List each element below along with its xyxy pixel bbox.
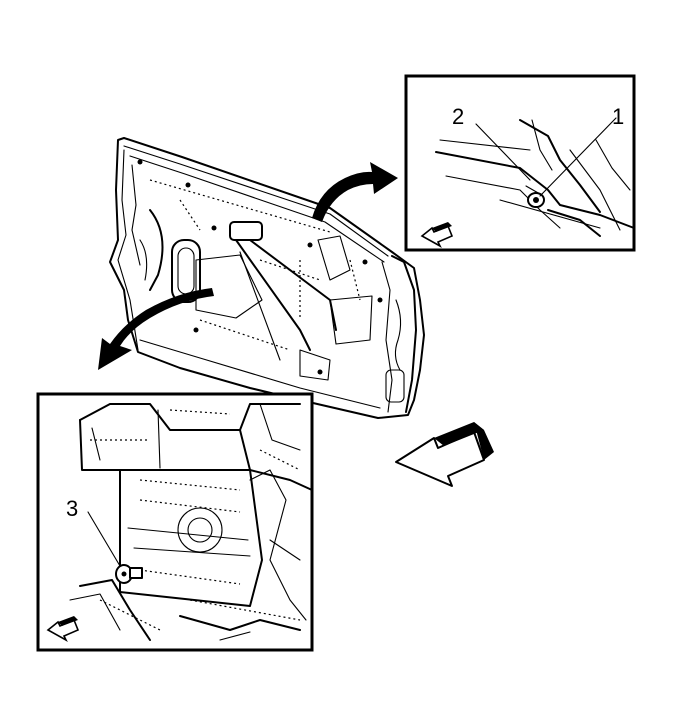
callout-2: 2 bbox=[452, 104, 464, 129]
forward-direction-arrow-icon bbox=[420, 222, 454, 248]
forward-direction-arrow-icon bbox=[46, 616, 80, 642]
callout-1: 1 bbox=[612, 104, 624, 129]
retainer-pin bbox=[115, 564, 143, 584]
door-inner-panel bbox=[109, 137, 425, 419]
callout-3: 3 bbox=[66, 496, 78, 521]
detail-box-fastener-upper: 2 1 bbox=[404, 74, 636, 252]
detail-box-fastener-lower: 3 bbox=[36, 392, 314, 652]
detail-view-curved-arrow-icon bbox=[312, 162, 398, 222]
detail-view-curved-arrow-icon bbox=[98, 288, 214, 370]
forward-direction-arrow-icon bbox=[395, 422, 494, 487]
